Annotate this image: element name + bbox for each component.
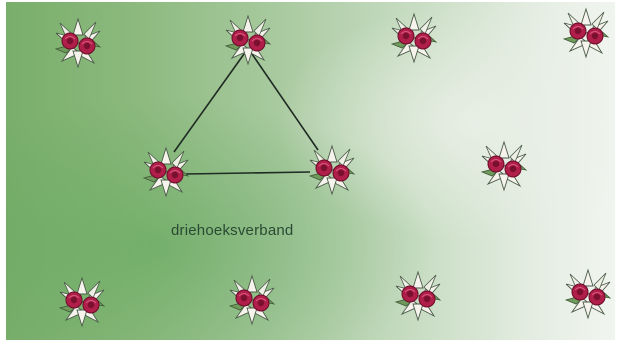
scan-border-right <box>615 0 619 346</box>
plant-row2-1 <box>143 147 189 197</box>
plant-row3-2 <box>229 275 275 325</box>
caption-label: driehoeksverband <box>171 222 294 239</box>
plant-row3-1 <box>59 277 105 327</box>
scan-border-bottom <box>0 340 619 346</box>
plant-row3-4 <box>565 269 611 319</box>
triangle-side-bottom <box>185 171 311 175</box>
triangle-side-right <box>251 53 319 151</box>
plant-row3-3 <box>395 271 441 321</box>
plant-row1-1 <box>55 18 101 68</box>
triangle-lines <box>173 53 319 175</box>
plant-row1-2 <box>225 15 271 65</box>
plant-row2-2 <box>309 145 355 195</box>
plant-row2-3 <box>481 141 527 191</box>
plant-row1-3 <box>391 13 437 63</box>
plant-row1-4 <box>563 8 609 58</box>
triangle-side-left <box>173 53 245 153</box>
